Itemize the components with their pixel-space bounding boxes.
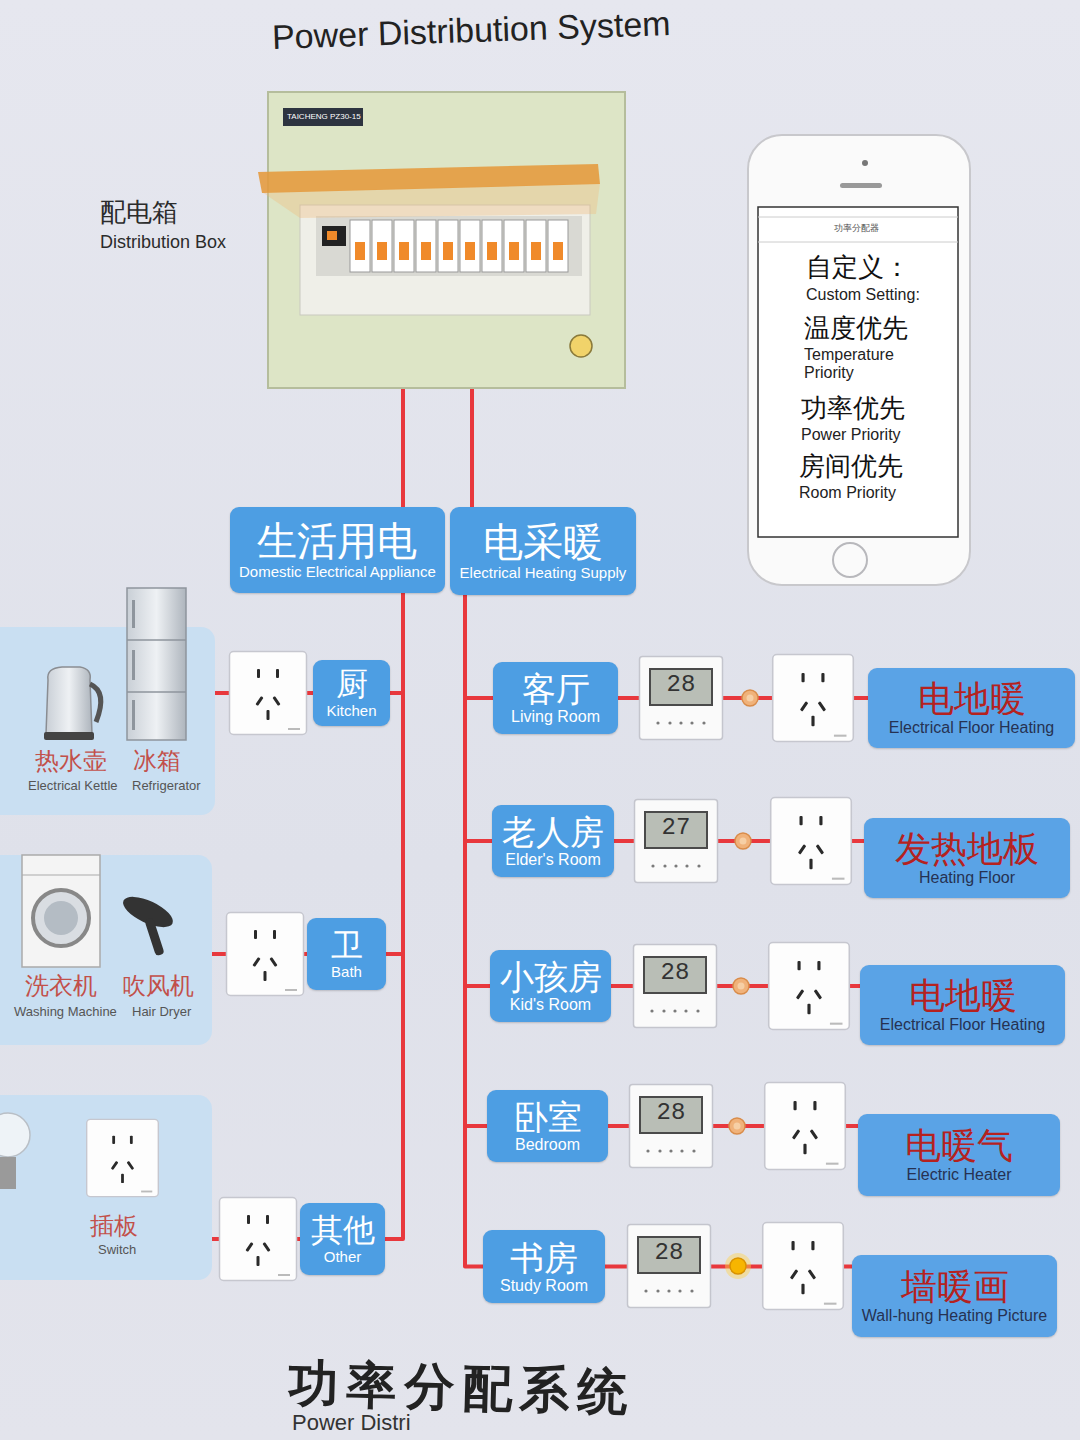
thermostat-reading: 28 <box>644 957 706 989</box>
appliance-panel-text: 洗衣机 <box>25 973 97 1000</box>
room-box-text: Bedroom <box>515 1136 580 1154</box>
appliance-panel-text: 吹风机 <box>122 973 194 1000</box>
appliance-panel-text: Switch <box>98 1243 136 1258</box>
room-box-text: 小孩房 <box>500 958 602 996</box>
heater-box-text: Heating Floor <box>919 869 1015 887</box>
appliance-panel-text: Electrical Kettle <box>28 779 118 794</box>
heater-box: 电暖气Electric Heater <box>858 1114 1060 1196</box>
appliance-panel-text: 冰箱 <box>133 748 181 775</box>
room-box: 客厅Living Room <box>493 662 618 734</box>
circuit-box-text: 其他 <box>311 1213 375 1249</box>
appliance-panel-text: 热水壶 <box>35 748 107 775</box>
power-wire <box>465 595 492 841</box>
heater-box-text: 发热地板 <box>895 829 1039 869</box>
room-box-text: 书房 <box>510 1239 578 1277</box>
appliance-panel: 插板 Switch <box>0 1095 212 1280</box>
heater-box-text: 电暖气 <box>905 1126 1013 1166</box>
distribution-box: 配电箱Distribution Box <box>268 92 625 388</box>
branch-box-text: Domestic Electrical Appliance <box>239 564 436 581</box>
heater-box-text: Wall-hung Heating Picture <box>862 1307 1047 1325</box>
phone-screen-text: 自定义： <box>806 253 910 282</box>
phone-screen-text: 功率优先 <box>801 394 905 423</box>
power-wire <box>465 595 490 986</box>
thermostat-reading: 28 <box>650 669 712 701</box>
diagram-caption: 功率分配系统 <box>287 1350 637 1426</box>
power-wire <box>401 388 405 507</box>
circuit-box-text: 厨 <box>336 667 368 703</box>
power-wire <box>465 595 483 1267</box>
room-box: 小孩房Kid's Room <box>490 950 611 1022</box>
distribution-box-text: 配电箱 <box>100 198 178 227</box>
heater-box: 墙暖画Wall-hung Heating Picture <box>852 1255 1057 1337</box>
heater-box-text: 电地暖 <box>918 679 1026 719</box>
room-box-text: Elder's Room <box>505 851 601 869</box>
room-box: 卧室Bedroom <box>487 1090 608 1162</box>
appliance-panel-text: Refrigerator <box>132 779 201 794</box>
circuit-box-text: 卫 <box>331 928 363 964</box>
heater-box: 发热地板Heating Floor <box>864 818 1070 898</box>
phone-screen-text: Temperature Priority <box>804 346 944 382</box>
room-box: 书房Study Room <box>483 1230 605 1303</box>
power-wire <box>465 595 487 1126</box>
branch-box: 电采暖Electrical Heating Supply <box>450 507 636 595</box>
room-box: 老人房Elder's Room <box>492 805 614 877</box>
heater-box-text: 电地暖 <box>909 976 1017 1016</box>
phone-screen-text: Custom Setting: <box>806 286 920 304</box>
circuit-box: 厨Kitchen <box>313 660 390 726</box>
appliance-panel-text: 插板 <box>90 1213 138 1240</box>
branch-box-text: 生活用电 <box>257 519 417 564</box>
room-box-text: 客厅 <box>522 670 590 708</box>
branch-box-text: 电采暖 <box>483 520 603 565</box>
room-box-text: Study Room <box>500 1277 588 1295</box>
heater-box-text: Electrical Floor Heating <box>889 719 1054 737</box>
appliance-panel-text: Washing Machine <box>14 1005 117 1020</box>
circuit-box-text: Other <box>324 1249 362 1266</box>
thermostat-reading: 27 <box>645 812 707 844</box>
circuit-box-text: Bath <box>331 964 362 981</box>
heater-box: 电地暖Electrical Floor Heating <box>860 965 1065 1045</box>
phone-screen-text: 房间优先 <box>799 452 903 481</box>
power-wire <box>470 388 474 507</box>
thermostat-reading: 28 <box>638 1237 700 1269</box>
heater-box-text: 墙暖画 <box>901 1267 1009 1307</box>
thermostat-reading: 28 <box>640 1097 702 1129</box>
phone-screen: 功率分配器自定义： Custom Setting: 温度优先 Temperature … <box>748 135 970 585</box>
heater-box: 电地暖Electrical Floor Heating <box>868 668 1075 748</box>
room-box-text: 老人房 <box>502 813 604 851</box>
branch-box-text: Electrical Heating Supply <box>460 565 627 582</box>
branch-box: 生活用电Domestic Electrical Appliance <box>230 507 445 593</box>
appliance-panel: 洗衣机 Washing Machine 吹风机 Hair Dryer <box>0 855 212 1045</box>
power-wire <box>386 593 403 954</box>
brand-label: TAICHENG PZ30-15 <box>287 112 361 121</box>
phone-screen-text: 功率分配器 <box>834 223 879 233</box>
room-box-text: Kid's Room <box>510 996 591 1014</box>
phone-screen-text: 温度优先 <box>804 314 908 343</box>
circuit-box-text: Kitchen <box>326 703 376 720</box>
circuit-box: 其他Other <box>300 1203 385 1275</box>
phone-screen-text: Power Priority <box>801 426 901 444</box>
heater-box-text: Electric Heater <box>907 1166 1012 1184</box>
phone-screen-text: Room Priority <box>799 484 896 502</box>
appliance-panel: 热水壶 Electrical Kettle 冰箱 Refrigerator <box>0 627 215 815</box>
power-wire <box>465 595 493 698</box>
circuit-box: 卫Bath <box>307 918 386 990</box>
room-box-text: 卧室 <box>514 1098 582 1136</box>
distribution-box-text: Distribution Box <box>100 232 226 252</box>
diagram-title: Power Distribution System <box>271 4 671 57</box>
heater-box-text: Electrical Floor Heating <box>880 1016 1045 1034</box>
room-box-text: Living Room <box>511 708 600 726</box>
appliance-panel-text: Hair Dryer <box>132 1005 191 1020</box>
